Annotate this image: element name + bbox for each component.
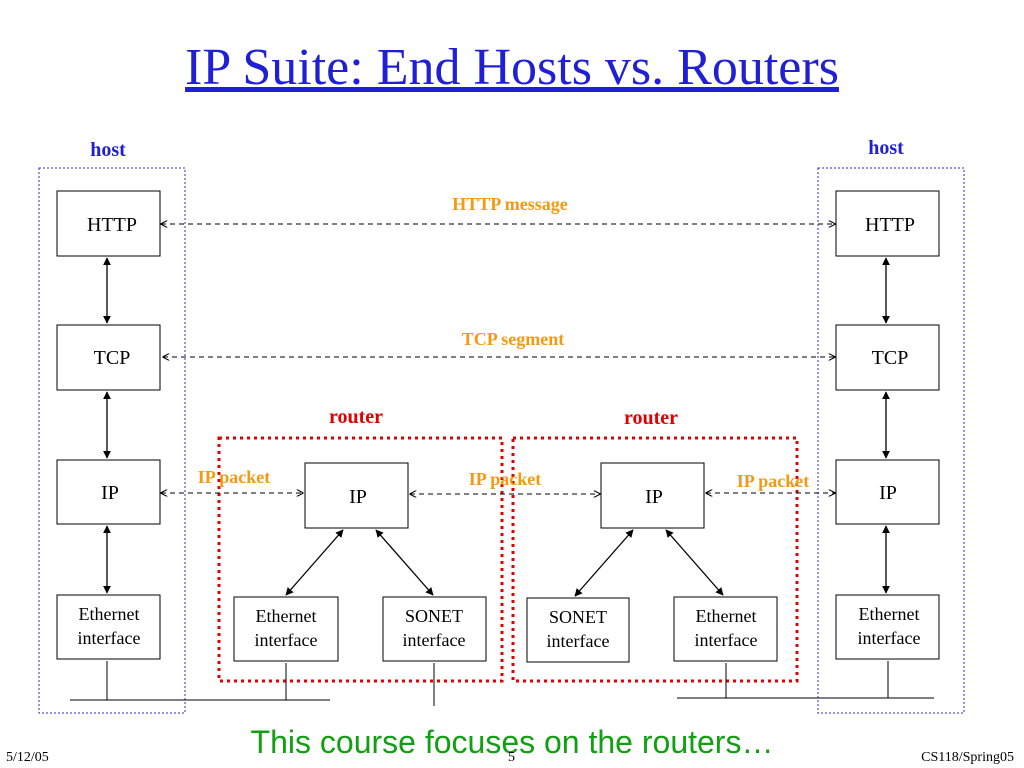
router1-eth-line2: interface xyxy=(255,630,318,650)
router-right-label: router xyxy=(624,407,678,429)
ip-packet-label-1: IP packet xyxy=(198,467,271,487)
left-eth-line1: Ethernet xyxy=(79,604,140,624)
ip-packet-label-2: IP packet xyxy=(469,469,542,489)
router2-ip-eth-arrow xyxy=(665,529,724,596)
right-http-label: HTTP xyxy=(865,214,915,236)
left-ethernet-box: Ethernet interface xyxy=(56,594,161,660)
router1-sonet-line2: interface xyxy=(403,630,466,650)
left-eth-line2: interface xyxy=(78,628,141,648)
router1-eth-line1: Ethernet xyxy=(256,606,317,626)
router2-sonet-line1: SONET xyxy=(549,607,607,627)
tcp-segment-label: TCP segment xyxy=(462,329,565,349)
router-left-border xyxy=(217,436,504,683)
router2-eth-line1: Ethernet xyxy=(696,606,757,626)
router2-sonet-line2: interface xyxy=(547,631,610,651)
left-ip-label: IP xyxy=(101,482,119,504)
right-tcp-label: TCP xyxy=(872,347,909,369)
right-tcp-box: TCP xyxy=(835,324,940,391)
left-http-box: HTTP xyxy=(56,190,161,257)
left-tcp-box: TCP xyxy=(56,324,161,391)
host-left-border xyxy=(38,167,186,714)
left-tcp-label: TCP xyxy=(94,347,131,369)
router1-ip-box: IP xyxy=(304,462,409,529)
right-http-box: HTTP xyxy=(835,190,940,257)
router2-eth-line2: interface xyxy=(695,630,758,650)
right-ip-label: IP xyxy=(879,482,897,504)
right-eth-line2: interface xyxy=(858,628,921,648)
right-ip-box: IP xyxy=(835,459,940,525)
router1-sonet-box: SONET interface xyxy=(382,596,487,662)
router1-ip-label: IP xyxy=(349,486,367,508)
router1-ip-eth-arrow xyxy=(285,529,344,596)
slide-title: IP Suite: End Hosts vs. Routers xyxy=(185,39,839,96)
router2-ip-sonet-arrow xyxy=(574,529,634,597)
router1-sonet-line1: SONET xyxy=(405,606,463,626)
router1-ip-sonet-arrow xyxy=(375,529,434,596)
host-left-label: host xyxy=(90,139,126,161)
left-http-label: HTTP xyxy=(87,214,137,236)
ip-packet-label-3: IP packet xyxy=(737,471,810,491)
host-right-label: host xyxy=(868,137,904,159)
left-ip-box: IP xyxy=(56,459,161,525)
host-right-border xyxy=(817,167,965,714)
router1-ethernet-box: Ethernet interface xyxy=(233,596,339,662)
http-message-label: HTTP message xyxy=(452,194,568,214)
right-eth-line1: Ethernet xyxy=(859,604,920,624)
router-left-label: router xyxy=(329,406,383,428)
router2-ethernet-box: Ethernet interface xyxy=(673,596,778,662)
router2-ip-box: IP xyxy=(600,462,705,529)
right-ethernet-box: Ethernet interface xyxy=(835,594,940,660)
router-right-border xyxy=(511,436,799,683)
footer-date: 5/12/05 xyxy=(6,750,49,765)
router2-sonet-box: SONET interface xyxy=(526,597,630,663)
course-focus-caption: This course focuses on the routers… xyxy=(250,724,774,760)
router2-ip-label: IP xyxy=(645,486,663,508)
footer-page-number: 5 xyxy=(508,750,515,765)
footer-course: CS118/Spring05 xyxy=(921,750,1014,765)
